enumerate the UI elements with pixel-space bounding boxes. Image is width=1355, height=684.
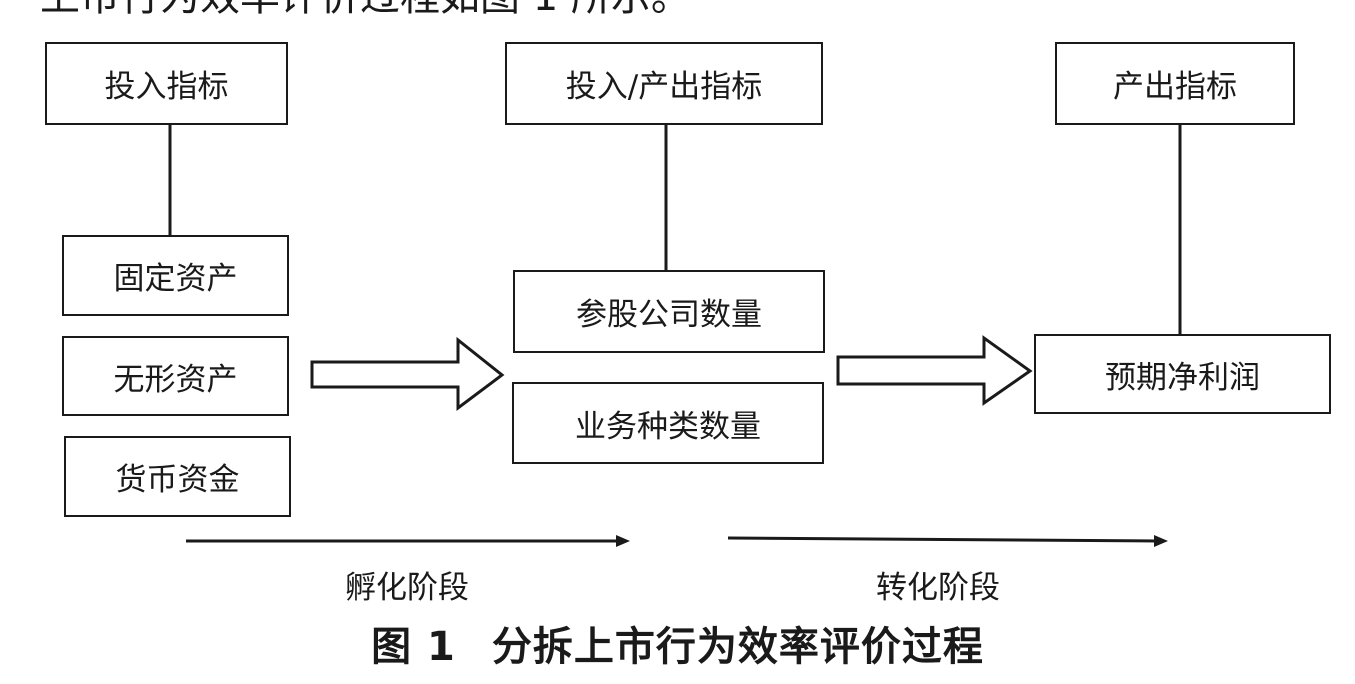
input-item-label: 固定资产 <box>113 261 238 297</box>
incubation-stage-arrowhead <box>616 535 630 547</box>
middle-item-affiliate-count: 参股公司数量 <box>513 270 825 353</box>
input-item-fixed-assets: 固定资产 <box>62 235 289 316</box>
block-arrow-middle-to-output <box>836 335 1033 406</box>
block-arrow-input-to-middle <box>310 336 505 411</box>
middle-indicators-header-label: 投入/产出指标 <box>565 69 763 105</box>
input-item-intangible-assets: 无形资产 <box>62 336 289 416</box>
figure-label: 图 1 <box>371 624 456 670</box>
output-indicators-header-label: 产出指标 <box>1113 69 1237 105</box>
incubation-stage-label: 孵化阶段 <box>345 570 469 606</box>
middle-item-label: 业务种类数量 <box>575 408 761 445</box>
figure-caption: 图 1 分拆上市行为效率评价过程 <box>0 614 1355 672</box>
transformation-stage-label: 转化阶段 <box>876 570 1000 606</box>
output-item-label: 预期净利润 <box>1105 359 1260 396</box>
middle-item-label: 参股公司数量 <box>576 297 762 333</box>
output-item-expected-net-profit: 预期净利润 <box>1034 334 1331 414</box>
input-indicators-header: 投入指标 <box>45 42 288 125</box>
output-indicators-header: 产出指标 <box>1055 42 1295 125</box>
input-item-label: 无形资产 <box>113 361 238 398</box>
figure-title: 分拆上市行为效率评价过程 <box>491 624 984 670</box>
transformation-stage-arrowhead <box>1154 535 1168 547</box>
transformation-stage-arrow-line <box>727 536 1159 543</box>
input-item-label: 货币资金 <box>115 462 240 498</box>
preceding-paragraph-text: 上市行为效率评价过程如图 1 所示。 <box>40 0 691 20</box>
input-indicators-header-label: 投入指标 <box>104 69 229 105</box>
input-item-monetary-funds: 货币资金 <box>64 436 291 517</box>
middle-item-business-type-count: 业务种类数量 <box>512 382 824 464</box>
middle-indicators-header: 投入/产出指标 <box>505 42 823 125</box>
